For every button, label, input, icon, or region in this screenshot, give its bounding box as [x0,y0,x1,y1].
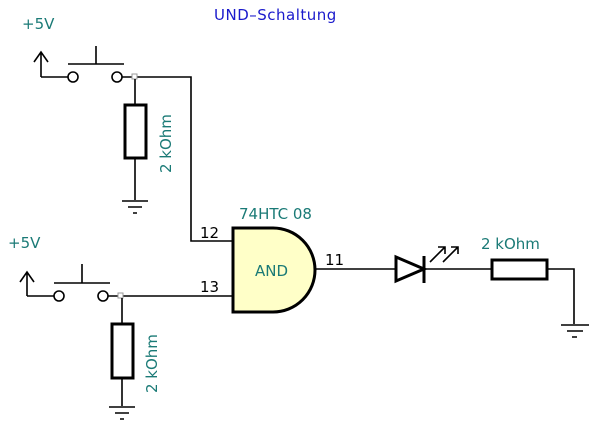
resistor-1 [123,103,148,160]
push-button-2[interactable] [53,264,110,302]
resistor-3-label: 2 kOhm [481,235,540,253]
pin-12-label: 12 [200,224,219,242]
supply-arrow-icon [33,50,68,78]
gate-type-label: AND [255,262,288,280]
input-branch-2: +5V 2 kOhm [8,234,233,420]
gate-part-label: 74HTC 08 [239,205,312,223]
supply-label-1: +5V [22,15,55,33]
ground-icon [122,200,148,214]
resistor-2 [110,322,135,380]
schematic-title: UND–Schaltung [214,6,337,24]
junction-1 [131,73,138,80]
resistor-3 [490,258,549,281]
wire-input-1 [122,76,233,242]
resistor-2-label: 2 kOhm [143,334,161,393]
led-icon [394,246,459,284]
supply-label-2: +5V [8,234,41,252]
pin-11-label: 11 [325,251,344,269]
input-branch-1: +5V 2 kOhm [22,15,233,242]
supply-arrow-icon [19,270,54,297]
pin-13-label: 13 [200,278,219,296]
push-button-1[interactable] [67,46,124,83]
and-gate-body [231,226,317,314]
and-gate: 74HTC 08 AND 12 13 11 [200,205,344,314]
junction-2 [117,292,124,299]
output-branch: 2 kOhm [314,235,589,338]
ground-icon [561,324,589,338]
ground-icon [109,406,135,420]
resistor-1-label: 2 kOhm [157,114,175,173]
